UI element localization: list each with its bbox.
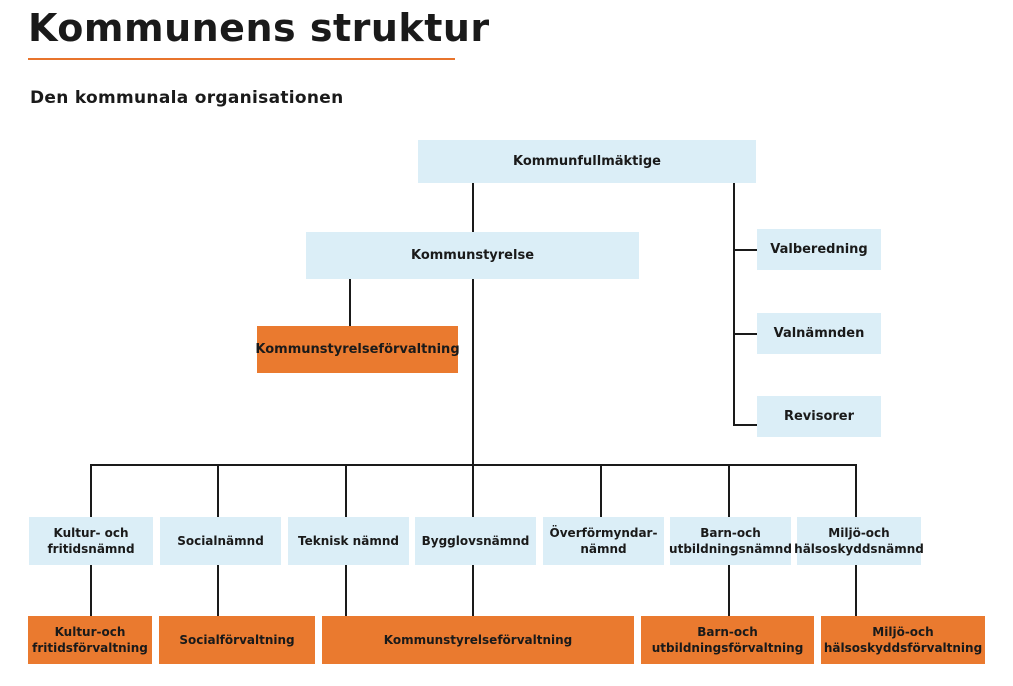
committee-label: Teknisk nämnd bbox=[298, 534, 399, 548]
side-label: Valnämnden bbox=[773, 325, 865, 341]
board-box: Kommunstyrelse bbox=[306, 232, 639, 279]
admin-label: Miljö-och hälsoskyddsförvaltning bbox=[823, 625, 983, 655]
board-label: Kommunstyrelse bbox=[410, 247, 535, 263]
side-box-revisorer: Revisorer bbox=[757, 396, 881, 437]
committee-box-social: Socialnämnd bbox=[160, 517, 281, 565]
committee-box-overformyndar: Överförmyndar- nämnd bbox=[543, 517, 664, 565]
connector-drop-3 bbox=[345, 464, 347, 517]
committee-box-teknisk: Teknisk nämnd bbox=[288, 517, 409, 565]
page-title: Kommunens struktur bbox=[28, 6, 490, 50]
connector-side-revisorer bbox=[733, 424, 757, 426]
council-label: Kommunfullmäktige bbox=[513, 153, 661, 169]
side-box-valnamnden: Valnämnden bbox=[757, 313, 881, 354]
admin-label: Kommunstyrelseförvaltning bbox=[383, 633, 573, 647]
side-label: Revisorer bbox=[783, 408, 855, 424]
connector-admin-2 bbox=[217, 565, 219, 616]
connector-admin-1 bbox=[90, 565, 92, 616]
connector-admin-4 bbox=[472, 565, 474, 616]
connector-drop-4 bbox=[472, 464, 474, 517]
admin-label: Socialförvaltning bbox=[179, 633, 295, 647]
connector-board-admin bbox=[349, 279, 351, 326]
committee-label: Överförmyndar- nämnd bbox=[549, 526, 658, 556]
connector-admin-6 bbox=[728, 565, 730, 616]
committee-box-barn: Barn-och utbildningsnämnd bbox=[669, 517, 792, 565]
committee-label: Kultur- och fritidsnämnd bbox=[47, 526, 135, 556]
admin-box-kultur: Kultur-och fritidsförvaltning bbox=[28, 616, 152, 664]
admin-label: Barn-och utbildningsförvaltning bbox=[651, 625, 804, 655]
admin-box-kommunstyrelse: Kommunstyrelseförvaltning bbox=[322, 616, 634, 664]
admin-box-social: Socialförvaltning bbox=[159, 616, 315, 664]
admin-box-miljo: Miljö-och hälsoskyddsförvaltning bbox=[821, 616, 985, 664]
connector-drop-7 bbox=[855, 464, 857, 517]
committee-label: Barn-och utbildningsnämnd bbox=[669, 526, 792, 556]
board-admin-box: Kommunstyrelseförvaltning bbox=[255, 326, 460, 373]
title-divider bbox=[28, 58, 455, 60]
side-label: Valberedning bbox=[770, 241, 868, 257]
connector-drop-5 bbox=[600, 464, 602, 517]
connector-council-side bbox=[733, 183, 735, 426]
admin-label: Kultur-och fritidsförvaltning bbox=[32, 625, 148, 655]
committee-label: Bygglovsnämnd bbox=[421, 534, 530, 548]
connector-drop-6 bbox=[728, 464, 730, 517]
connector-side-valberedning bbox=[733, 249, 757, 251]
diagram-subtitle: Den kommunala organisationen bbox=[30, 88, 344, 108]
connector-admin-7 bbox=[855, 565, 857, 616]
connector-side-valnamnden bbox=[733, 333, 757, 335]
connector-council-board bbox=[472, 183, 474, 232]
council-box: Kommunfullmäktige bbox=[418, 140, 756, 183]
admin-box-barn: Barn-och utbildningsförvaltning bbox=[641, 616, 814, 664]
committee-box-bygglov: Bygglovsnämnd bbox=[415, 517, 536, 565]
connector-board-trunk bbox=[472, 279, 474, 465]
connector-admin-3 bbox=[345, 565, 347, 616]
committee-label: Miljö-och hälsoskyddsnämnd bbox=[794, 526, 924, 556]
committee-box-kultur: Kultur- och fritidsnämnd bbox=[29, 517, 153, 565]
board-admin-label: Kommunstyrelseförvaltning bbox=[255, 341, 460, 357]
committee-label: Socialnämnd bbox=[177, 534, 264, 548]
connector-drop-2 bbox=[217, 464, 219, 517]
connector-drop-1 bbox=[90, 464, 92, 517]
side-box-valberedning: Valberedning bbox=[757, 229, 881, 270]
committee-box-miljo: Miljö-och hälsoskyddsnämnd bbox=[794, 517, 924, 565]
